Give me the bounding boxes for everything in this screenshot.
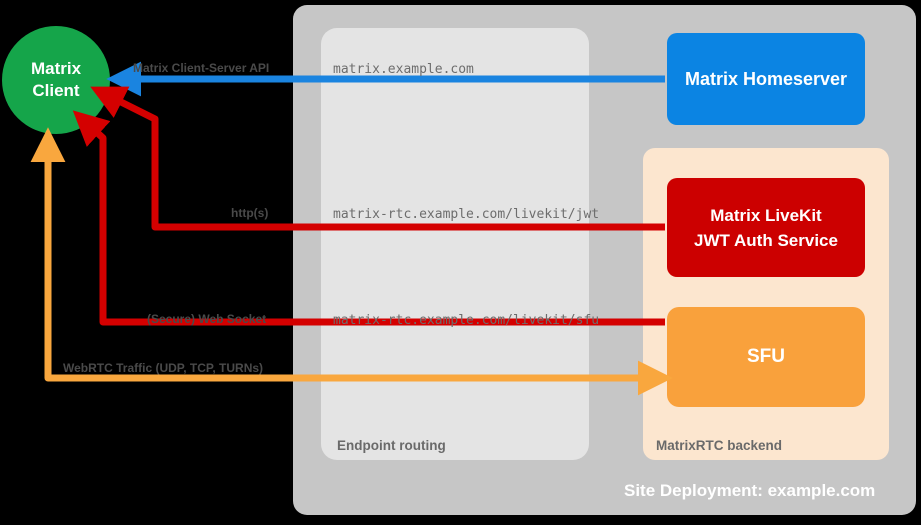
endpoint-routing-label: Endpoint routing [337,438,446,453]
sfu-node[interactable] [667,307,865,407]
connection-label-webrtc: WebRTC Traffic (UDP, TCP, TURNs) [63,361,264,375]
jwt-auth-service-node[interactable] [667,178,865,277]
matrix-homeserver-node[interactable] [667,33,865,125]
connection-label-client-server-api: Matrix Client-Server API [133,61,270,75]
connection-label-websocket: (Secure) Web Socket [147,312,267,326]
connection-label-https: http(s) [231,206,269,220]
endpoint-host-sfu: matrix-rtc.example.com/livekit/sfu [333,313,600,328]
endpoint-host-jwt: matrix-rtc.example.com/livekit/jwt [333,207,600,222]
endpoint-routing-container [321,28,589,460]
endpoint-host-matrix: matrix.example.com [333,62,474,77]
matrixrtc-backend-label: MatrixRTC backend [656,438,783,453]
matrix-client-node[interactable] [2,26,110,134]
site-deployment-label: Site Deployment: example.com [624,481,876,500]
arrow-webrtc-traffic-to-sfu [44,140,673,396]
arrow-secure-websocket [72,110,665,326]
arrow-https [90,86,665,231]
